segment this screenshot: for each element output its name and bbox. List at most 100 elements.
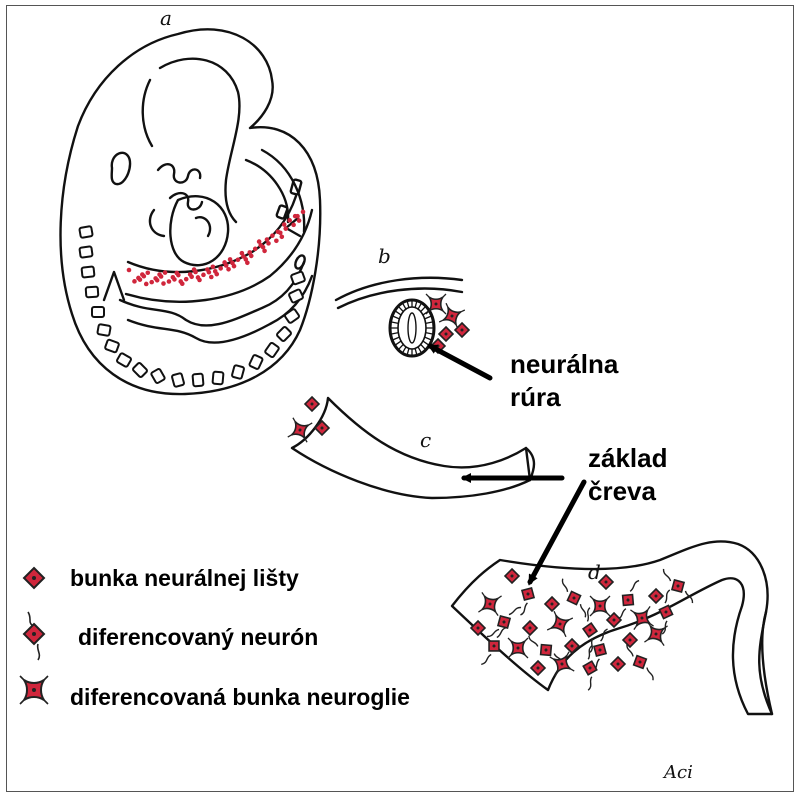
- neural-crest-dot: [126, 267, 132, 273]
- neural-tube-wall-tick: [420, 343, 426, 350]
- neural-crest-dot: [210, 264, 216, 270]
- neural-crest-dot: [277, 230, 283, 236]
- gut-arrow-d: [527, 479, 587, 585]
- neural-crest-dot: [166, 279, 172, 284]
- panel-label-c: c: [420, 428, 432, 452]
- neural-tube-label-line2: rúra: [510, 382, 561, 412]
- neural-crest-dot: [230, 260, 235, 266]
- neural-tube-wall-tick: [406, 301, 410, 309]
- neural-tube-wall-tick: [424, 332, 434, 335]
- neural-crest-dot: [161, 281, 166, 286]
- somite: [288, 288, 304, 304]
- neural-crest-dot: [248, 253, 254, 259]
- somite: [284, 308, 300, 324]
- glia-cell: [644, 622, 668, 646]
- eye-shape: [110, 151, 132, 186]
- neural-tube-wall-tick: [420, 306, 426, 313]
- neural-crest-dot: [153, 276, 158, 281]
- somite: [78, 225, 94, 239]
- panel-label-a: a: [160, 6, 172, 30]
- neural-tube-wall-tick: [424, 321, 434, 324]
- pointer-arrows: [427, 343, 587, 585]
- neuron-cell: [486, 606, 522, 638]
- somite: [248, 354, 264, 370]
- neural-crest-dot: [300, 209, 306, 215]
- neural-crest-dot: [157, 272, 162, 277]
- somite: [91, 306, 105, 318]
- neural-crest-dot: [187, 272, 193, 277]
- glia-cell: [438, 302, 466, 330]
- neural-crest-dot: [296, 218, 302, 223]
- neural-tube-wall-tick: [394, 310, 402, 316]
- neural-tube-wall-tick: [390, 321, 400, 324]
- glia-cell: [478, 592, 502, 616]
- neural-tube-wall-tick: [402, 346, 407, 353]
- neural-tube-label: neurálna rúra: [510, 348, 618, 414]
- glia-cell: [589, 595, 611, 617]
- crest-cell: [605, 611, 623, 629]
- neural-crest-dot: [283, 226, 289, 231]
- neural-crest-dot: [143, 281, 149, 287]
- crest-cell: [313, 419, 331, 437]
- panel-label-d: d: [588, 560, 601, 584]
- neural-tube-wall-tick: [414, 347, 418, 355]
- neural-tube-wall-tick: [406, 347, 410, 355]
- neural-tube-wall-tick: [398, 343, 404, 350]
- differentiated-neuron-icon: [22, 611, 46, 661]
- neural-crest-dot: [247, 250, 253, 255]
- neural-crest-dotted-band: [126, 209, 306, 287]
- neural-tube-wall-tick: [402, 303, 407, 310]
- neural-crest-dot: [132, 279, 137, 284]
- crest-cell: [609, 655, 627, 673]
- neural-tube-wall-tick: [417, 303, 422, 310]
- panel-label-b: b: [378, 244, 391, 268]
- neural-crest-dot: [279, 234, 285, 240]
- neural-tube-wall-tick: [423, 336, 432, 341]
- somite: [78, 245, 94, 259]
- neural-crest-dot: [191, 267, 197, 272]
- gut-label-line1: základ: [588, 443, 668, 473]
- gut-rudiment-label: základ čreva: [588, 442, 668, 508]
- neural-crest-dot: [281, 222, 287, 227]
- somite: [276, 326, 292, 342]
- somite-row: [78, 225, 306, 388]
- neuron-cell: [582, 645, 598, 691]
- neural-crest-dot: [243, 257, 249, 262]
- crest-cell: [303, 395, 321, 413]
- legend-label-neuroglia-cell: diferencovaná bunka neuroglie: [70, 684, 410, 710]
- neural-tube-arrow: [427, 343, 493, 381]
- neural-crest-dot: [295, 213, 300, 219]
- embryo-outline: [59, 28, 322, 396]
- glia-cell: [425, 293, 447, 315]
- neural-crest-dot: [195, 275, 201, 280]
- glia-cell: [546, 610, 574, 638]
- legend-label-differentiated-neuron: diferencovaný neurón: [78, 624, 319, 650]
- neural-tube-wall-tick: [390, 332, 400, 335]
- neural-crest-dot: [205, 267, 210, 272]
- neuron-cell: [520, 572, 536, 616]
- neural-crest-dot: [291, 222, 296, 228]
- colonized-gut-drawing: [450, 540, 774, 716]
- glia-cell: [507, 637, 529, 659]
- neural-tube-wall-tick: [398, 306, 404, 313]
- crest-cell: [521, 619, 539, 637]
- somite: [104, 338, 120, 354]
- neuron-cell: [581, 607, 599, 653]
- somite: [150, 368, 166, 384]
- cell-markers: [287, 293, 694, 691]
- neural-tube-wall-tick: [423, 315, 432, 320]
- neural-crest-dot: [252, 246, 258, 252]
- glia-cell: [549, 651, 575, 677]
- somite: [116, 352, 132, 368]
- neural-crest-dot: [170, 275, 176, 280]
- glia-cell: [287, 417, 313, 443]
- neural-crest-dot: [145, 270, 151, 276]
- neural-crest-dot: [227, 257, 233, 262]
- neural-crest-dot: [136, 275, 141, 281]
- neural-crest-dot: [226, 266, 231, 272]
- somite: [264, 342, 280, 358]
- neural-tube-wall-tick: [422, 340, 430, 346]
- neural-tube-wall-tick: [392, 315, 401, 320]
- somite: [84, 285, 100, 299]
